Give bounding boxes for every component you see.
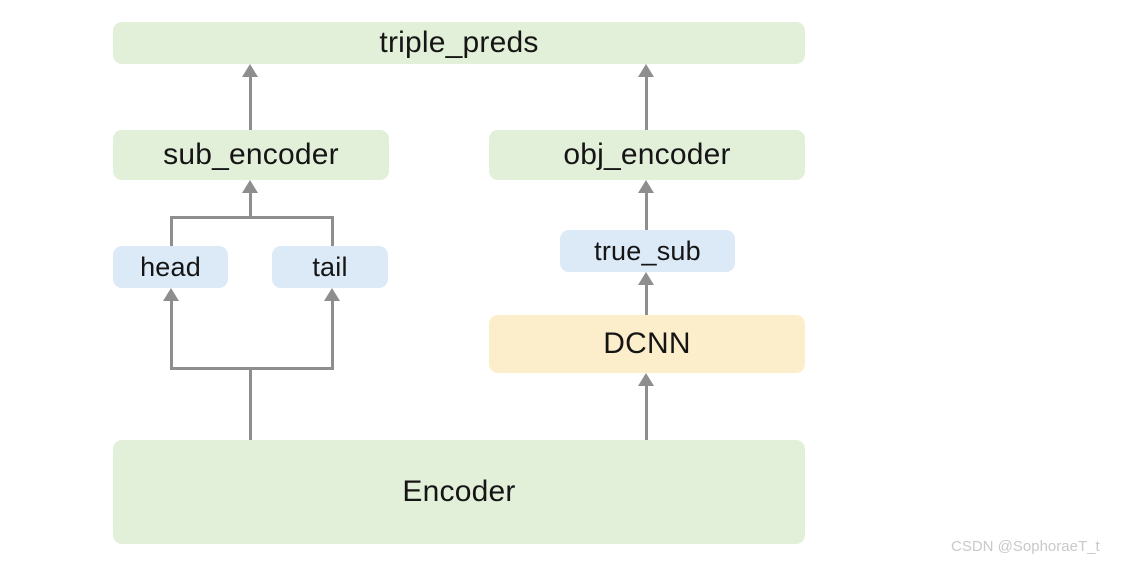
- node-dcnn[interactable]: DCNN: [489, 315, 805, 373]
- node-encoder-label: Encoder: [402, 475, 516, 508]
- arrowhead-dcnn-to-true-sub: [638, 272, 654, 285]
- edge-sub-encoder-to-triple-preds: [249, 77, 252, 130]
- arrowhead-obj-encoder-to-triple-preds: [638, 64, 654, 77]
- arrowhead-true-sub-to-obj-encoder: [638, 180, 654, 193]
- node-true-sub-label: true_sub: [594, 235, 701, 266]
- edge-obj-encoder-to-triple-preds: [645, 77, 648, 130]
- edge-fork-to-head: [170, 301, 173, 369]
- node-head-label: head: [140, 251, 201, 282]
- edge-dcnn-to-true-sub: [645, 285, 648, 317]
- edge-tail-merge-stem: [331, 216, 334, 248]
- edge-head-tail-merge-bar: [170, 216, 334, 219]
- node-sub-encoder-label: sub_encoder: [163, 138, 339, 171]
- arrowhead-sub-encoder-to-triple-preds: [242, 64, 258, 77]
- node-obj-encoder[interactable]: obj_encoder: [489, 130, 805, 180]
- arrowhead-fork-to-tail: [324, 288, 340, 301]
- watermark: CSDN @SophoraeT_t: [951, 538, 1100, 555]
- node-encoder[interactable]: Encoder: [113, 440, 805, 544]
- edge-encoder-to-fork: [249, 367, 252, 442]
- node-dcnn-label: DCNN: [603, 327, 691, 360]
- edge-merge-to-sub-encoder: [249, 193, 252, 219]
- arrowhead-fork-to-head: [163, 288, 179, 301]
- node-tail-label: tail: [312, 251, 348, 282]
- arrowhead-encoder-to-dcnn: [638, 373, 654, 386]
- node-true-sub[interactable]: true_sub: [560, 230, 735, 272]
- node-triple-preds-label: triple_preds: [379, 26, 539, 59]
- edge-fork-bar: [170, 367, 334, 370]
- node-sub-encoder[interactable]: sub_encoder: [113, 130, 389, 180]
- edge-fork-to-tail: [331, 301, 334, 369]
- arrowhead-merge-to-sub-encoder: [242, 180, 258, 193]
- edge-true-sub-to-obj-encoder: [645, 193, 648, 233]
- edge-encoder-to-dcnn: [645, 386, 648, 442]
- node-obj-encoder-label: obj_encoder: [563, 138, 731, 171]
- node-tail[interactable]: tail: [272, 246, 388, 288]
- node-head[interactable]: head: [113, 246, 228, 288]
- edge-head-merge-stem: [170, 216, 173, 248]
- node-triple-preds[interactable]: triple_preds: [113, 22, 805, 64]
